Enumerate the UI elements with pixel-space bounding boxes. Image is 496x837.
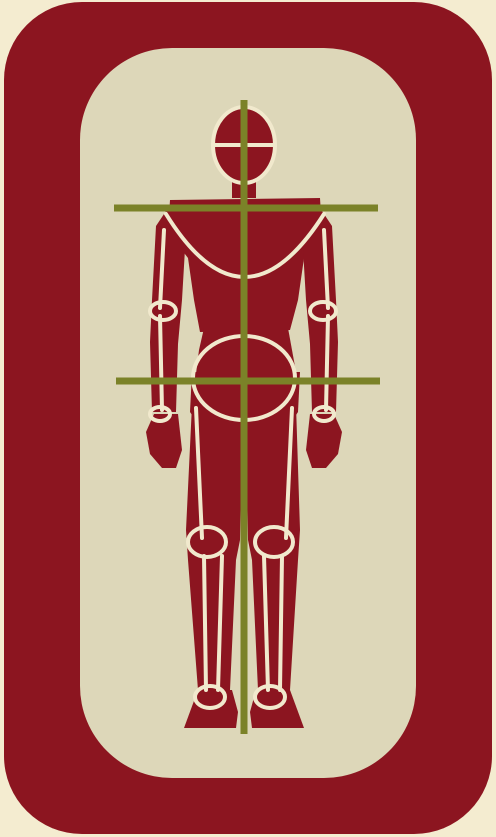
- shin-left-bone: [204, 556, 206, 690]
- forearm-left-bone: [160, 316, 162, 410]
- forearm-right-bone: [326, 316, 328, 410]
- shin-right-bone: [280, 556, 282, 690]
